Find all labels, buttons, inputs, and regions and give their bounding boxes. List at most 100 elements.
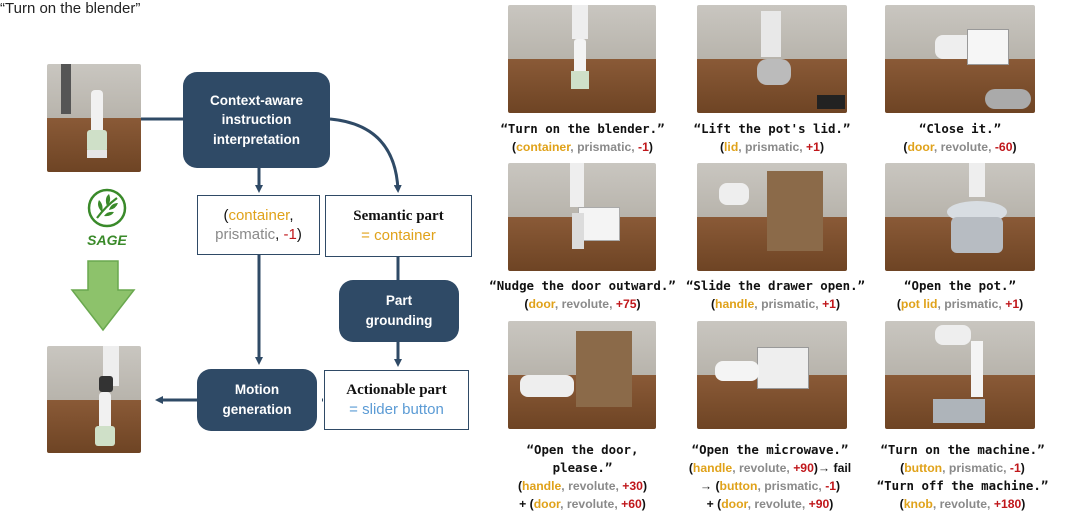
tuple-open: ( (223, 206, 229, 224)
example-caption: “Open the door, please.” (handle, revolu… (485, 441, 680, 513)
actionable-eq: = (349, 401, 363, 418)
tuple-part: door (907, 140, 934, 154)
tuple-type: revolute (566, 497, 615, 511)
tuple-pre: ( (899, 497, 904, 511)
tuple-value: +180 (993, 497, 1022, 511)
tuple-type: prismatic (745, 140, 800, 154)
tuple-value: +1 (806, 140, 820, 154)
example-photo (697, 163, 847, 271)
tuple-value: +60 (621, 497, 642, 511)
tuple-value: -60 (994, 140, 1013, 154)
tuple-pre: ( (517, 479, 523, 493)
tuple-post: ) (642, 479, 648, 493)
tuple-pre: ( (710, 297, 716, 311)
actionable-part-value: slider button (362, 401, 444, 418)
tuple-type: revolute (940, 140, 989, 154)
instruction-interpretation-box: Context-aware instruction interpretation (183, 72, 330, 168)
tuple-type: prismatic (577, 140, 632, 154)
tuple-type: prismatic (761, 297, 816, 311)
example-caption: “Close it.” (door, revolute, -60) (860, 120, 1060, 156)
tuple-part: handle (715, 297, 755, 311)
example-photo (885, 163, 1035, 271)
semantic-part-value: container (374, 227, 436, 244)
tuple-part: door (721, 497, 748, 511)
tuple-part: door (528, 297, 555, 311)
tuple-pre: ( (524, 297, 529, 311)
caption-text: “Open the microwave.” (691, 442, 849, 457)
example-photo (697, 5, 847, 113)
tuple-type: revolute (568, 479, 616, 493)
actionable-part-box: Actionable part = slider button (324, 370, 469, 430)
example-caption: “Open the pot.” (pot lid, prismatic, +1) (860, 277, 1060, 313)
example-caption: “Turn on the machine.” (button, prismati… (860, 441, 1065, 513)
tuple-type: prismatic (948, 461, 1004, 475)
example-caption: “Lift the pot's lid.” (lid, prismatic, +… (672, 120, 872, 156)
tuple-value: +90 (793, 461, 814, 475)
caption-text-2: please.” (552, 460, 613, 475)
tuple-post: ) (648, 140, 653, 154)
tuple-post: ) (835, 297, 841, 311)
example-caption: “Slide the drawer open.” (handle, prisma… (678, 277, 873, 313)
caption-text: “Open the pot.” (904, 278, 1016, 293)
tuple-part: button (904, 461, 943, 475)
tuple-sep: , (289, 206, 294, 224)
tuple-post: ) (1012, 140, 1017, 154)
tuple-part: handle (692, 461, 733, 475)
tuple-pre: + ( (519, 497, 534, 511)
motion-generation-box: Motion generation (197, 369, 317, 431)
tuple-part: handle (522, 479, 562, 493)
tuple-close: ) (296, 226, 302, 243)
part-grounding-box: Part grounding (339, 280, 459, 342)
example-photo (885, 5, 1035, 113)
tuple-value: +1 (1005, 297, 1020, 311)
tuple-type: prismatic (215, 226, 276, 243)
tuple-part: button (719, 479, 758, 493)
tuple-part: knob (903, 497, 933, 511)
caption-text: “Slide the drawer open.” (685, 278, 866, 293)
tuple-post: ) (836, 479, 841, 493)
output-scene-photo (47, 346, 141, 453)
tuple-category: container (228, 206, 290, 224)
sage-logo-icon (87, 188, 127, 228)
caption-text: “Close it.” (918, 121, 1002, 136)
tuple-part: lid (724, 140, 739, 154)
tuple-pre: + ( (706, 497, 722, 511)
tuple-part: pot lid (900, 297, 938, 311)
caption-text: “Open the door, (526, 442, 639, 457)
input-scene-photo (47, 64, 141, 172)
example-photo (885, 321, 1035, 429)
down-arrow-icon (70, 260, 136, 332)
tuple-pre: ( (688, 461, 693, 475)
flow-connectors (141, 117, 402, 404)
example-caption: “Turn on the blender.” (container, prism… (485, 120, 680, 156)
tuple-value: -1 (825, 479, 837, 493)
tuple-type: prismatic (944, 297, 999, 311)
tuple-value: -1 (638, 140, 649, 154)
example-photo (508, 321, 656, 429)
caption-text-2: “Turn off the machine.” (876, 478, 1049, 493)
tuple-pre: ( (903, 140, 908, 154)
tuple-post: ) (1020, 461, 1025, 475)
tuple-pre: → ( (699, 479, 720, 493)
action-tuple-box: (container, prismatic, -1) (197, 195, 320, 255)
tuple-type: prismatic (764, 479, 819, 493)
tuple-post: )→ fail (813, 461, 852, 475)
example-photo (508, 163, 656, 271)
example-photo (508, 5, 656, 113)
tuple-pre: ( (900, 461, 905, 475)
tuple-sep: , (275, 226, 280, 243)
tuple-value: +90 (808, 497, 830, 511)
example-caption: “Nudge the door outward.” (door, revolut… (480, 277, 685, 313)
caption-text: “Turn on the machine.” (880, 442, 1045, 457)
tuple-post: ) (1021, 497, 1026, 511)
tuple-type: revolute (939, 497, 988, 511)
example-caption: “Open the microwave.” (handle, revolute,… (665, 441, 875, 513)
tuple-pre: ( (896, 297, 901, 311)
tuple-post: ) (819, 140, 824, 154)
example-photo (697, 321, 847, 429)
semantic-eq: = (361, 227, 375, 244)
tuple-part: door (533, 497, 561, 511)
tuple-value: -1 (1009, 461, 1021, 475)
tuple-value: +1 (822, 297, 836, 311)
tuple-post: ) (829, 497, 834, 511)
